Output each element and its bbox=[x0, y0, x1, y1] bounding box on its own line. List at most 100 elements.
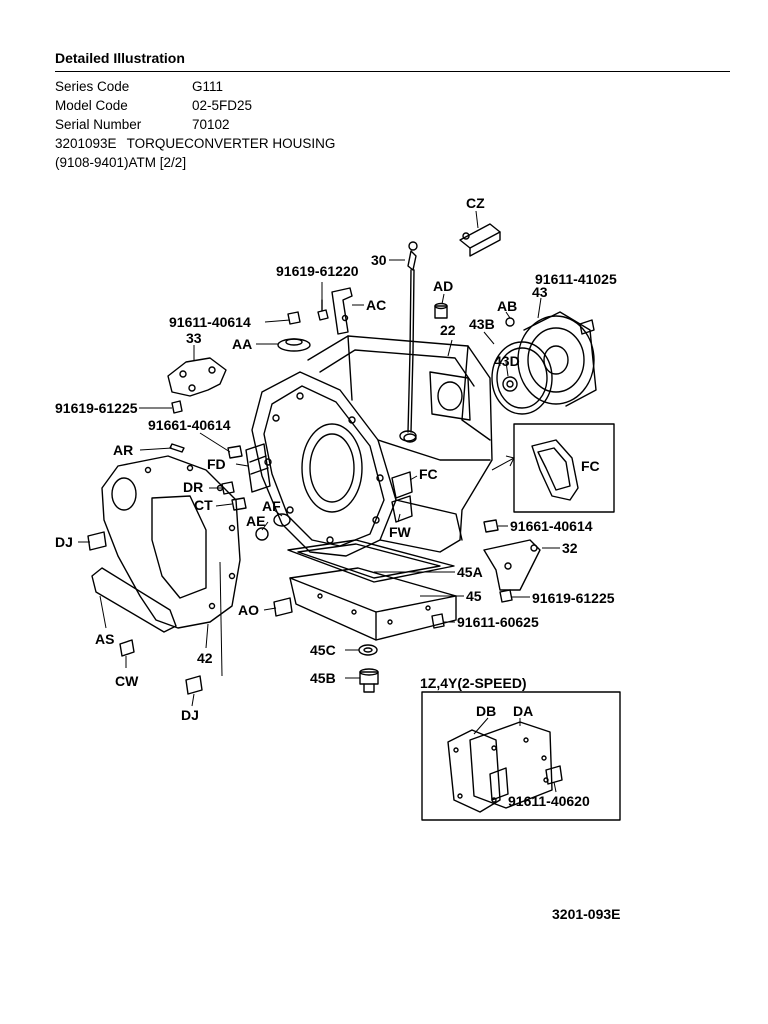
label-cw: CW bbox=[115, 673, 139, 689]
label-ab: AB bbox=[497, 298, 517, 314]
label-dj-left: DJ bbox=[55, 534, 73, 550]
gasket-43b-part bbox=[491, 341, 553, 415]
bolt-91611-40620-part bbox=[545, 765, 563, 785]
filter-fd-part bbox=[245, 443, 271, 493]
label-as: AS bbox=[95, 631, 114, 647]
label-91619-61225-right: 91619-61225 bbox=[532, 590, 615, 606]
label-42: 42 bbox=[197, 650, 213, 666]
serial-number-row: Serial Number 70102 bbox=[55, 115, 335, 134]
label-91661-40614-right: 91661-40614 bbox=[510, 518, 593, 534]
plug-ad-part bbox=[434, 302, 448, 319]
label-32: 32 bbox=[562, 540, 578, 556]
bolt-91619-61225-right-part bbox=[499, 589, 513, 603]
label-43: 43 bbox=[532, 284, 548, 300]
series-code-row: Series Code G111 bbox=[55, 77, 335, 96]
bolt-ae-part bbox=[255, 527, 269, 541]
cover-33-part bbox=[167, 357, 227, 397]
serial-number-label: Serial Number bbox=[55, 117, 142, 132]
label-ae: AE bbox=[246, 513, 265, 529]
label-45c: 45C bbox=[310, 642, 336, 658]
label-aa: AA bbox=[232, 336, 252, 352]
label-fd: FD bbox=[207, 456, 226, 472]
bolt-ct-part bbox=[231, 497, 247, 511]
label-1z-4y-2-speed: 1Z,4Y(2-SPEED) bbox=[420, 675, 527, 691]
part-info: Series Code G111 Model Code 02-5FD25 Ser… bbox=[55, 77, 335, 172]
label-33: 33 bbox=[186, 330, 202, 346]
label-fc-main: FC bbox=[419, 466, 438, 482]
serial-number-value: 70102 bbox=[192, 117, 230, 132]
label-43d: 43D bbox=[494, 353, 520, 369]
label-da: DA bbox=[513, 703, 533, 719]
label-30: 30 bbox=[371, 252, 387, 268]
filter-fc-inset-part bbox=[531, 439, 579, 501]
two-speed-inset-box bbox=[421, 691, 621, 821]
seal-43d-part bbox=[502, 376, 518, 392]
torque-converter-housing-22-part bbox=[251, 335, 493, 557]
label-ao: AO bbox=[238, 602, 259, 618]
label-dr: DR bbox=[183, 479, 203, 495]
label-91619-61220: 91619-61220 bbox=[276, 263, 359, 279]
label-ct: CT bbox=[194, 497, 213, 513]
washer-af-part bbox=[273, 513, 291, 527]
label-45a: 45A bbox=[457, 564, 483, 580]
bolt-91611-60625-part bbox=[431, 613, 445, 629]
production-range: (9108-9401)ATM [2/2] bbox=[55, 155, 187, 170]
label-ar: AR bbox=[113, 442, 133, 458]
series-code-value: G111 bbox=[192, 79, 224, 94]
label-fc-inset: FC bbox=[581, 458, 600, 474]
bracket-ac-part bbox=[331, 287, 353, 335]
bracket-32-part bbox=[483, 539, 541, 591]
model-code-value: 02-5FD25 bbox=[192, 98, 253, 113]
label-ac: AC bbox=[366, 297, 386, 313]
label-fw: FW bbox=[389, 524, 412, 540]
label-22: 22 bbox=[440, 322, 456, 338]
bolt-91611-40614-top-part bbox=[287, 311, 301, 325]
rear-cover-43-part bbox=[517, 311, 597, 407]
label-91619-61225-left: 91619-61225 bbox=[55, 400, 138, 416]
cap-aa-part bbox=[277, 338, 311, 352]
bolt-dj-bottom-part bbox=[185, 675, 203, 695]
label-45b: 45B bbox=[310, 670, 336, 686]
cover-as-part bbox=[91, 567, 177, 633]
block-ao-part bbox=[273, 597, 293, 617]
page-heading: Detailed Illustration bbox=[55, 50, 185, 66]
cover-db-part bbox=[447, 729, 501, 813]
label-af: AF bbox=[262, 498, 281, 514]
heading-rule bbox=[55, 71, 730, 72]
label-dj-bottom: DJ bbox=[181, 707, 199, 723]
ring-ab-part bbox=[505, 317, 515, 327]
label-45: 45 bbox=[466, 588, 482, 604]
part-name: TORQUECONVERTER HOUSING bbox=[126, 136, 336, 151]
label-ad: AD bbox=[433, 278, 453, 294]
part-description: 3201093E TORQUECONVERTER HOUSING bbox=[55, 134, 335, 153]
part-group-code: 3201093E bbox=[55, 136, 117, 151]
model-code-row: Model Code 02-5FD25 bbox=[55, 96, 335, 115]
bolt-91611-41025-part bbox=[579, 319, 595, 335]
clip-cz-part bbox=[459, 223, 501, 257]
series-code-label: Series Code bbox=[55, 79, 130, 94]
label-91661-40614-left: 91661-40614 bbox=[148, 417, 231, 433]
dipstick-30-part bbox=[403, 241, 418, 443]
bolt-91661-40614-left-part bbox=[227, 445, 243, 459]
label-91611-41025: 91611-41025 bbox=[535, 271, 617, 287]
bolt-dr-part bbox=[221, 481, 235, 495]
figure-number: 3201-093E bbox=[552, 906, 621, 922]
leader-lines bbox=[78, 210, 560, 793]
bolt-cw-part bbox=[119, 639, 135, 657]
plate-42-part bbox=[101, 455, 241, 629]
fc-inset-box bbox=[513, 423, 615, 513]
label-db: DB bbox=[476, 703, 496, 719]
bolt-91661-40614-right-part bbox=[483, 519, 499, 533]
plug-45b-part bbox=[359, 668, 379, 693]
gasket-45a-part bbox=[287, 539, 455, 583]
oil-pan-45-part bbox=[289, 567, 457, 641]
label-43b: 43B bbox=[469, 316, 495, 332]
model-code-label: Model Code bbox=[55, 98, 128, 113]
bolt-91619-61220-part bbox=[317, 299, 329, 321]
label-cz: CZ bbox=[466, 195, 485, 211]
washer-45c-part bbox=[358, 644, 378, 656]
label-91611-60625: 91611-60625 bbox=[457, 614, 539, 630]
bolt-91619-61225-left-part bbox=[171, 400, 183, 414]
label-91611-40620: 91611-40620 bbox=[508, 793, 590, 809]
